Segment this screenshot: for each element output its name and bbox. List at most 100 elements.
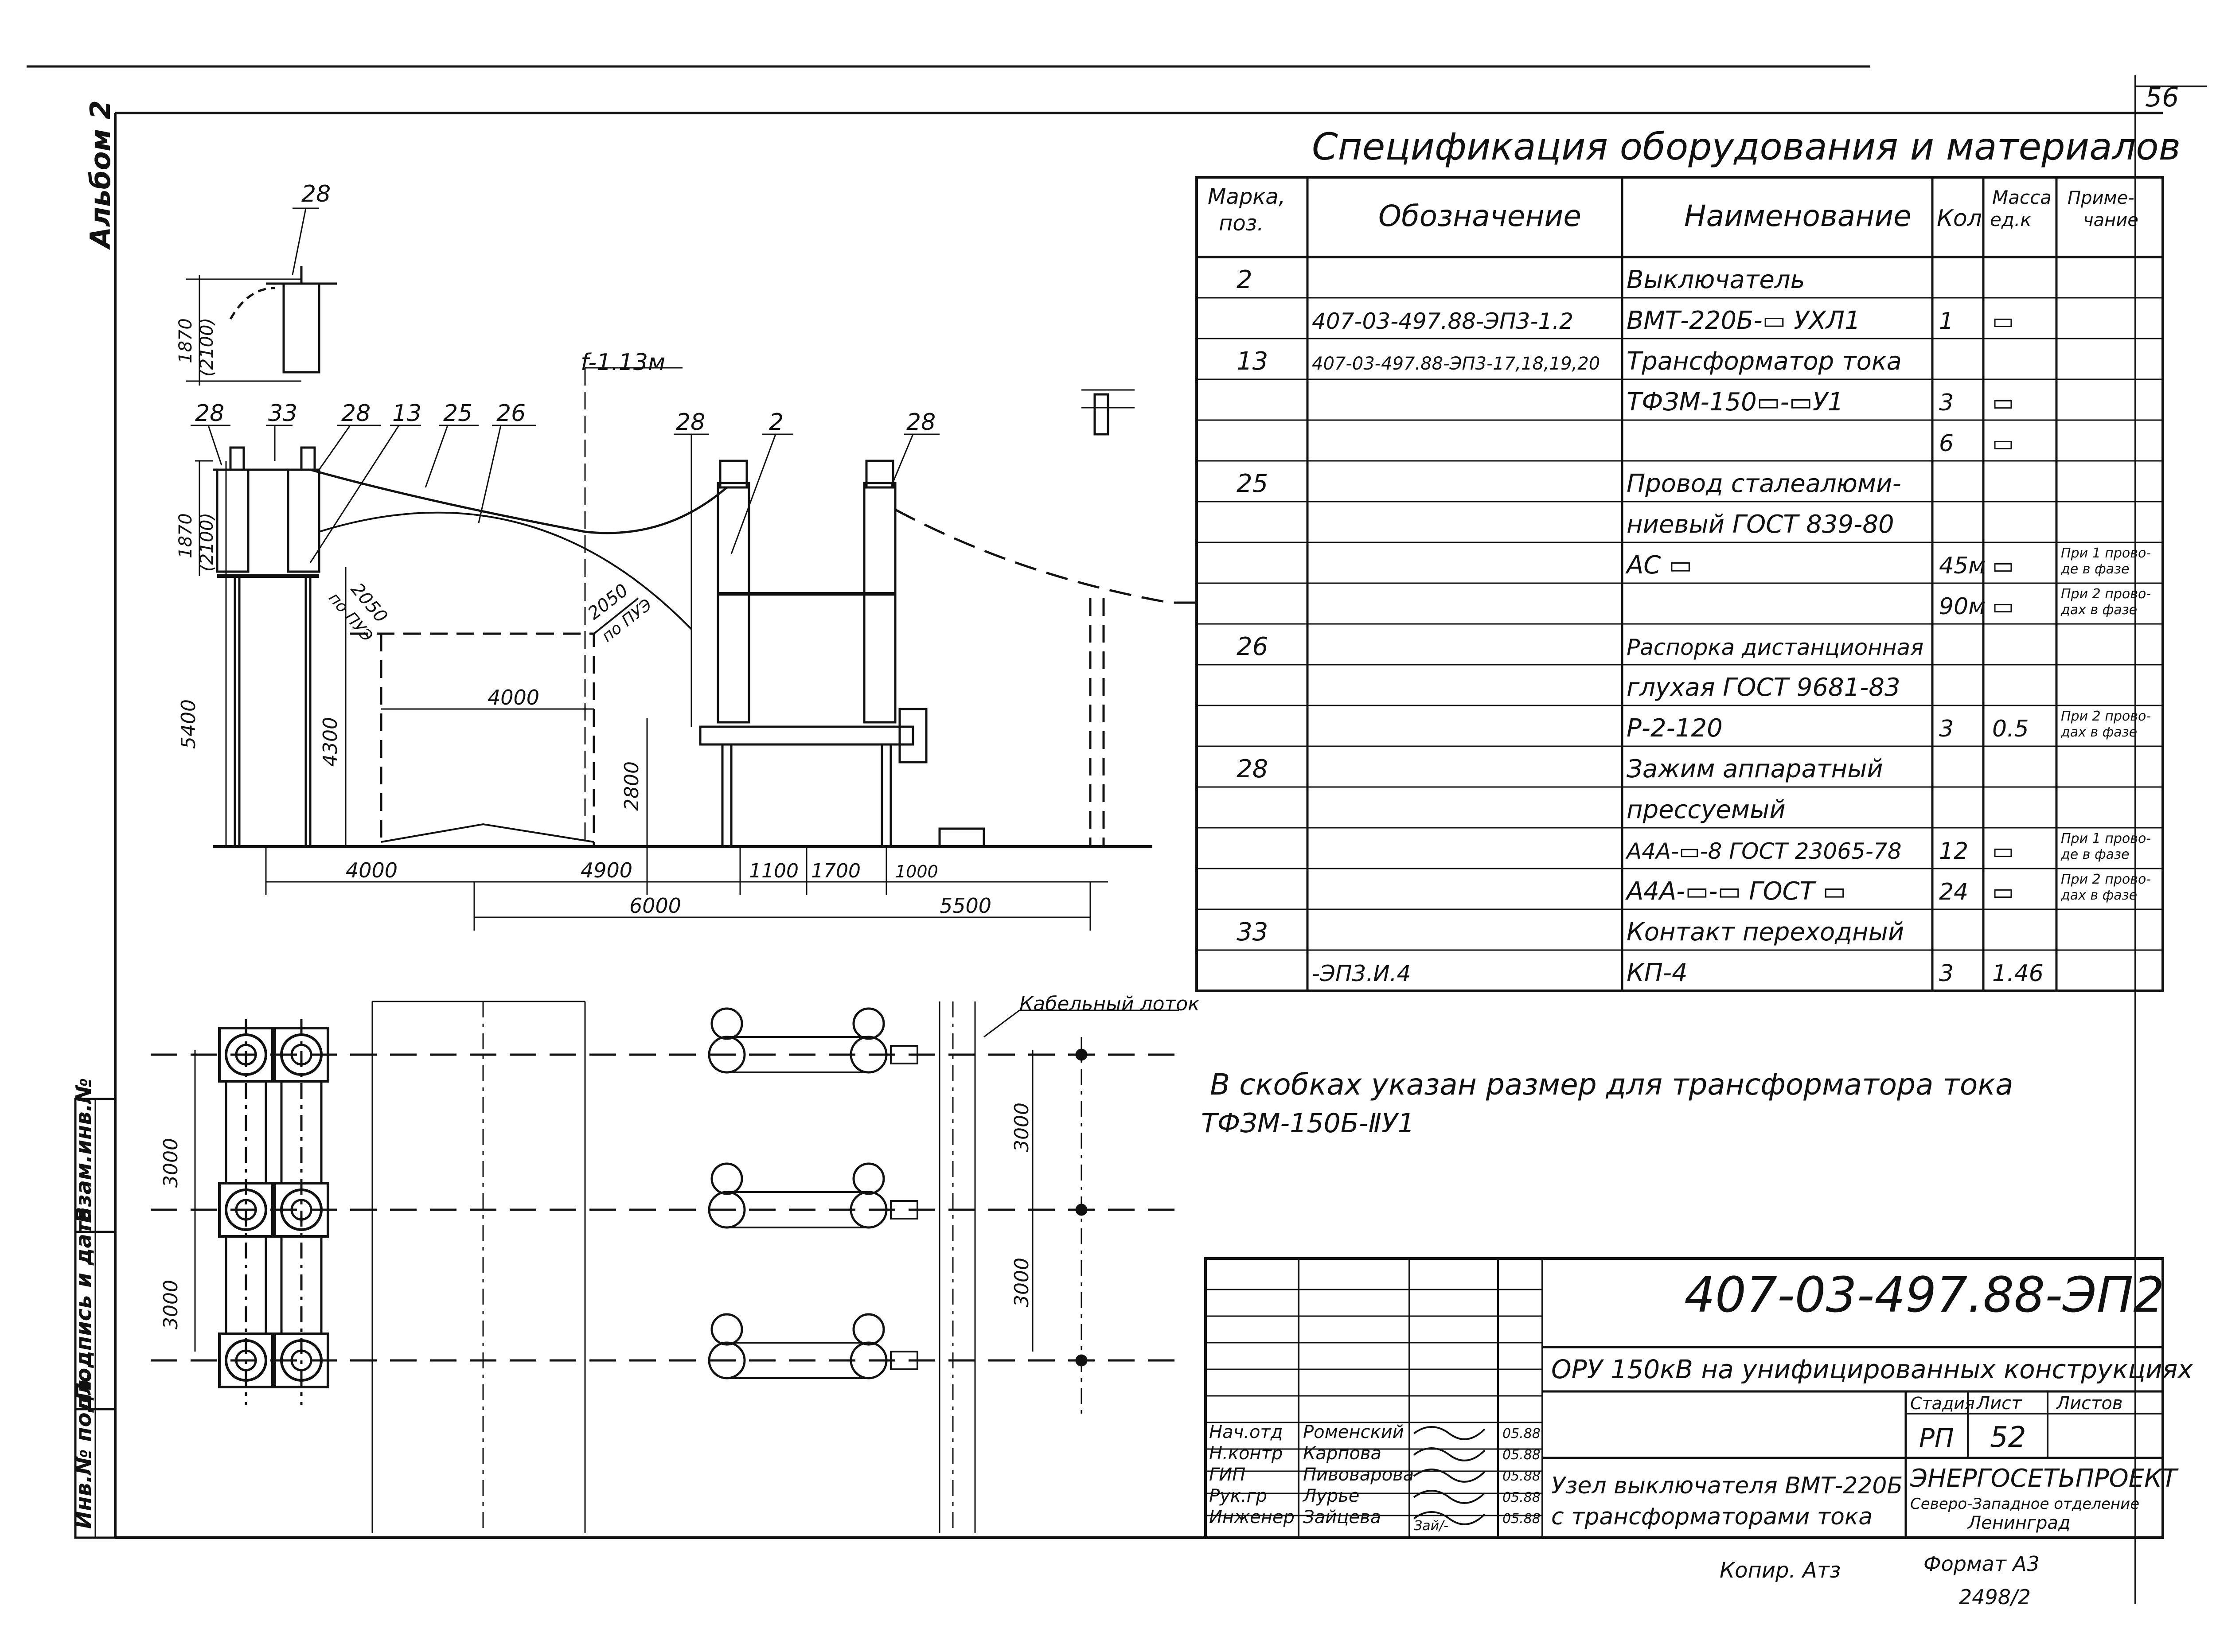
breaker-top-circle: [710, 1313, 743, 1346]
spec-row-mass: ▭: [1992, 430, 2014, 457]
spec-row-qty: 12: [1939, 838, 1968, 865]
dim-4300: 4300: [319, 717, 342, 767]
side-vzam: Взам.инв.№: [71, 1078, 96, 1223]
spec-head-qty: Кол: [1937, 205, 1982, 232]
album-label: Альбом 2: [84, 100, 117, 250]
plan-dim-2: 3000: [160, 1280, 182, 1329]
ct-inner-circle: [235, 1199, 257, 1221]
stage-header: Стадия: [1910, 1394, 1975, 1413]
stamp-name: Роменский: [1303, 1422, 1404, 1442]
ct-outer-circle: [280, 1188, 323, 1231]
stamp-date: 05.88: [1502, 1490, 1541, 1505]
spec-row-name: Распорка дистанционная: [1627, 635, 1923, 660]
callout-26: 26: [496, 400, 526, 427]
plan-dim-4: 3000: [1010, 1258, 1033, 1307]
spec-row-mark: 26: [1237, 632, 1268, 661]
drive-box: [890, 1200, 918, 1220]
spec-row-qty: 3: [1939, 716, 1954, 742]
stamp-name: Лурье: [1302, 1486, 1359, 1506]
stamp-frame: [1204, 1257, 2164, 1539]
spec-row-qty: 6: [1939, 430, 1954, 457]
drawing-title-1: Узел выключателя ВМТ-220Б: [1551, 1473, 1903, 1499]
spec-row-mass: ▭: [1992, 390, 2014, 416]
ct-inner-circle: [290, 1349, 312, 1371]
ct-outer-circle: [280, 1033, 323, 1076]
stamp-role: ГИП: [1209, 1465, 1245, 1485]
spec-row-note: де в фазе: [2060, 847, 2129, 862]
note-line-2: ТФЗМ-150Б-ⅡУ1: [1201, 1108, 1415, 1139]
stamp-role: Рук.гр: [1209, 1486, 1267, 1506]
org-city: Ленинград: [1967, 1513, 2071, 1533]
spec-head-designation: Обозначение: [1378, 199, 1581, 233]
stamp-date: 05.88: [1502, 1469, 1541, 1484]
ct-column: [280, 1080, 323, 1184]
spec-head-name: Наименование: [1684, 199, 1912, 233]
plan-view: [151, 1001, 1179, 1533]
sheets-header: Листов: [2056, 1393, 2122, 1414]
stamp-name: Пивоварова: [1303, 1465, 1414, 1485]
stamp-last-sign: Зай/-: [1414, 1518, 1448, 1534]
spec-row-mark: 33: [1237, 918, 1268, 947]
spec-row-name: Р-2-120: [1627, 714, 1723, 743]
callout-28-c: 28: [676, 409, 705, 436]
dim-6000: 6000: [629, 894, 681, 918]
ct-inner-circle: [235, 1349, 257, 1371]
spec-row-note: де в фазе: [2060, 561, 2129, 577]
stamp-role: Н.контр: [1209, 1443, 1283, 1464]
portal-point: [1075, 1204, 1088, 1216]
stage-value: РП: [1919, 1423, 1954, 1453]
spec-row-name: КП-4: [1627, 958, 1688, 987]
spec-row-mass: ▭: [1992, 308, 2014, 335]
dim-2800: 2800: [620, 761, 643, 811]
spec-head-mass: ед.к: [1990, 209, 2032, 230]
drive-box: [890, 1045, 918, 1064]
spec-row-note: дах в фазе: [2060, 602, 2137, 618]
spec-row-name: А4А-▭-▭ ГОСТ ▭: [1625, 877, 1846, 906]
callout-33: 33: [268, 400, 297, 427]
portal-point: [1075, 1354, 1088, 1367]
spec-row-mark: 2: [1237, 265, 1252, 294]
spec-row-mass: ▭: [1992, 838, 2014, 865]
note-line-1: В скобках указан размер для трансформато…: [1210, 1068, 2013, 1102]
stamp-name: Карпова: [1303, 1443, 1381, 1464]
callout-28-top: 28: [301, 181, 331, 207]
spec-head-mark: поз.: [1219, 211, 1264, 236]
dim-5500: 5500: [940, 894, 991, 918]
ct-outer-circle: [225, 1188, 267, 1231]
spec-row-note: При 1 прово-: [2061, 545, 2151, 561]
drawing-title-2: с трансформаторами тока: [1551, 1504, 1873, 1530]
spec-row-note: При 2 прово-: [2061, 586, 2151, 602]
dim-top-h-ct: (2100): [197, 318, 217, 377]
spec-head-mark: Марка,: [1208, 184, 1285, 209]
spec-frame: [1195, 176, 2164, 992]
spec-row-qty: 3: [1939, 390, 1954, 416]
stamp-role: Нач.отд: [1209, 1422, 1283, 1442]
dim-1700: 1700: [811, 860, 861, 882]
spec-row-qty: 1: [1939, 308, 1954, 335]
project-title: ОРУ 150кВ на унифицированных конструкция…: [1551, 1354, 2193, 1384]
spec-row-name: Зажим аппаратный: [1627, 755, 1883, 783]
ct-outer-circle: [225, 1339, 267, 1382]
ct-inner-circle: [235, 1044, 257, 1066]
spec-row-mark: 13: [1237, 347, 1268, 376]
ct-inner-circle: [290, 1044, 312, 1066]
spec-row-designation: 407-03-497.88-ЭП3-1.2: [1312, 308, 1573, 334]
breaker-top-circle: [852, 1313, 885, 1346]
spec-row-note: При 1 прово-: [2061, 831, 2151, 846]
footer-copied: Копир. Атз: [1720, 1558, 1841, 1583]
dim-1100: 1100: [749, 860, 799, 882]
plan-dim-1: 3000: [160, 1138, 182, 1188]
signature-mark: [1413, 1490, 1486, 1504]
sheet-header: Лист: [1976, 1393, 2022, 1414]
ct-inner-circle: [290, 1199, 312, 1221]
callout-2: 2: [769, 409, 784, 436]
signature-mark: [1413, 1511, 1486, 1525]
spec-row-note: При 2 прово-: [2061, 872, 2151, 887]
ct-column: [225, 1235, 267, 1335]
side-inv: Инв.№ подл.: [71, 1371, 96, 1529]
breaker-top-circle: [710, 1162, 743, 1195]
spec-row-mass: ▭: [1992, 553, 2014, 579]
